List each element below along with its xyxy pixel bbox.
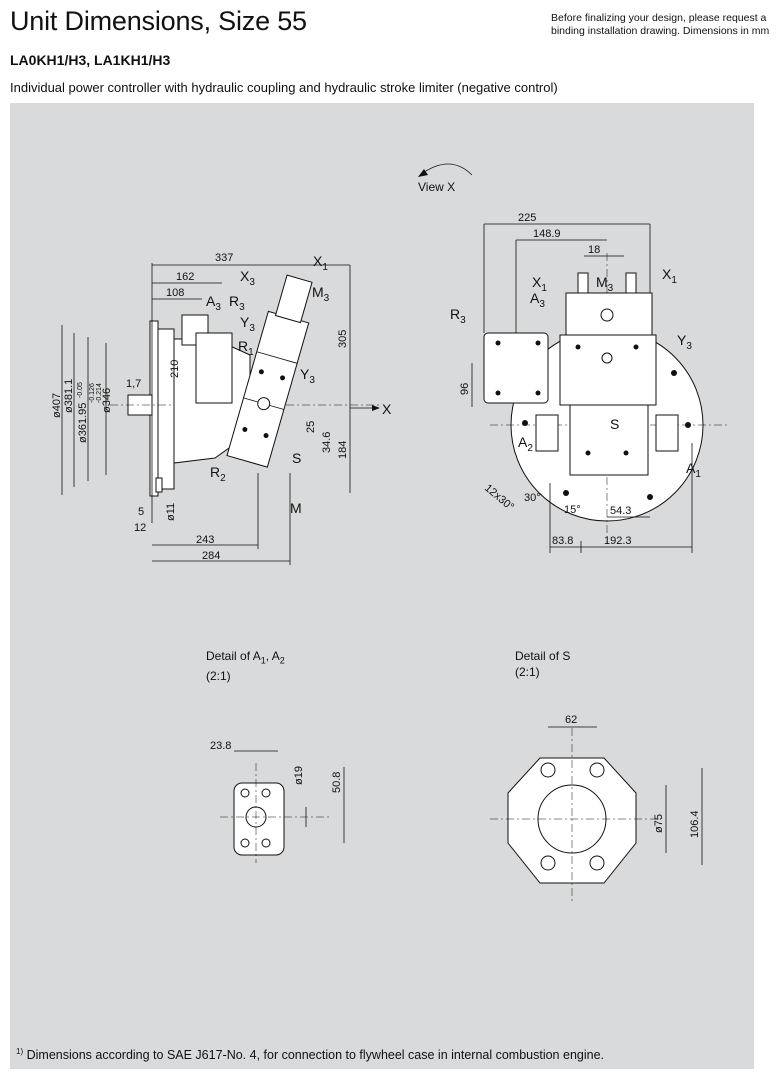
dim-25: 25 [305,421,317,433]
detail-a-scale: (2:1) [206,669,231,684]
model-subtitle: LA0KH1/H3, LA1KH1/H3 [10,52,171,68]
controller-description: Individual power controller with hydraul… [10,80,558,95]
dim-346: ø346 [101,388,113,413]
dim-305: 305 [337,330,349,348]
footnote-text: Dimensions according to SAE J617-No. 4, … [23,1048,604,1063]
dim-243: 243 [196,534,214,546]
dim-108: 108 [166,287,184,299]
dim-192-3: 192.3 [604,535,632,547]
detail-s-scale: (2:1) [515,665,540,679]
port-s-view: S [610,416,619,432]
port-x1b-view: X1 [662,266,677,286]
flange-rim [157,328,175,490]
port-r1: R1 [238,338,254,358]
port-r2: R2 [210,464,226,484]
dim-23-8: 23.8 [210,740,231,752]
port-y3-lower: Y3 [300,366,315,386]
dim-54-3: 54.3 [610,505,631,517]
detail-a-caption: Detail of A1, A2 (2:1) [206,648,285,684]
dim-361-95: ø361.95 [77,403,89,443]
port-s: S [292,450,301,466]
dim-12: 12 [134,522,146,534]
view-x: View X 225 148.9 [418,163,730,553]
dim-184: 184 [337,441,349,459]
dim-337: 337 [215,252,233,264]
side-view-ports: X3 X1 M3 A3 R3 Y3 R1 Y3 R2 S M X [206,253,392,516]
installation-note: Before finalizing your design, please re… [551,12,776,38]
dim-1-7: 1,7 [126,378,141,390]
dim-162: 162 [176,271,194,283]
note-line-2: binding installation drawing. Dimensions… [551,25,770,37]
view-x-marker: X [382,401,392,417]
dim-106-4: 106.4 [689,810,701,838]
detail-s-title: Detail of S [515,649,571,663]
dim-50-8: 50.8 [331,772,343,793]
dim-15deg: 15° [564,504,581,516]
detail-a-drawing: 23.8 ø19 50.8 [210,740,345,863]
port-x1-view: X1 [532,274,547,294]
port-m: M [290,500,302,516]
port-m3-view: M3 [596,274,614,294]
page-title: Unit Dimensions, Size 55 [10,6,307,36]
tol-381-1: -0.05 [77,382,84,398]
dim-5: 5 [138,506,144,518]
port-a1-flange [655,414,679,452]
dim-381-1: ø381.1 [63,379,75,413]
view-x-ports: R3 X1 A3 M3 X1 Y3 A2 S A1 [450,266,701,480]
dim-19: ø19 [293,766,305,785]
port-x1: X1 [313,253,328,273]
port-m3: M3 [312,284,330,304]
dim-11: ø11 [165,503,177,521]
dim-75: ø75 [653,814,665,833]
dim-284: 284 [202,550,220,562]
controller-body [195,332,233,404]
detail-s-drawing: 62 ø75 106.4 [490,714,703,903]
port-y3-view: Y3 [677,332,692,352]
port-r3: R3 [229,293,245,313]
dim-210: 210 [169,360,181,378]
view-x-label: View X [418,180,455,194]
port-a3-view: A3 [530,290,545,310]
dim-12x30: 12x30° [482,482,516,513]
side-view: 337 162 108 305 210 1,7 ø407 ø381.1 -0.0… [51,252,392,565]
dim-30deg: 30° [524,492,541,504]
dim-148-9: 148.9 [533,228,561,240]
note-line-1: Before finalizing your design, please re… [551,12,767,24]
port-a2-view: A2 [518,434,533,454]
limiter-cap [274,274,313,324]
port-a2-flange [535,414,559,452]
port-r3-view: R3 [450,306,466,326]
technical-drawing: 337 162 108 305 210 1,7 ø407 ø381.1 -0.0… [51,163,730,903]
dim-83-8: 83.8 [552,535,573,547]
dim-407: ø407 [51,393,63,418]
dim-62: 62 [565,714,577,726]
controller-mid [559,334,657,406]
dim-34-6: 34.6 [321,432,333,453]
footnote-mark: 1) [16,1047,24,1056]
tol-361-95-a: -0.126 [89,383,96,403]
tol-361-95-b: -0.214 [96,383,103,403]
detail-s-caption: Detail of S (2:1) [515,648,570,680]
view-x-arrow [419,163,473,176]
drawing-panel: 337 162 108 305 210 1,7 ø407 ø381.1 -0.0… [10,103,754,1069]
dim-18: 18 [588,244,600,256]
dim-96: 96 [459,383,471,395]
port-a1-view: A1 [686,460,701,480]
dim-225: 225 [518,212,536,224]
port-x3: X3 [240,268,255,288]
controller-top [565,292,653,336]
port-a3: A3 [206,293,221,313]
detail-a-title: Detail of A1, A2 [206,649,285,666]
footnote: 1) Dimensions according to SAE J617-No. … [16,1047,604,1062]
side-view-dimensions: 337 162 108 305 210 1,7 ø407 ø381.1 -0.0… [51,252,380,565]
controller-lower [569,404,649,476]
port-y3: Y3 [240,314,255,334]
